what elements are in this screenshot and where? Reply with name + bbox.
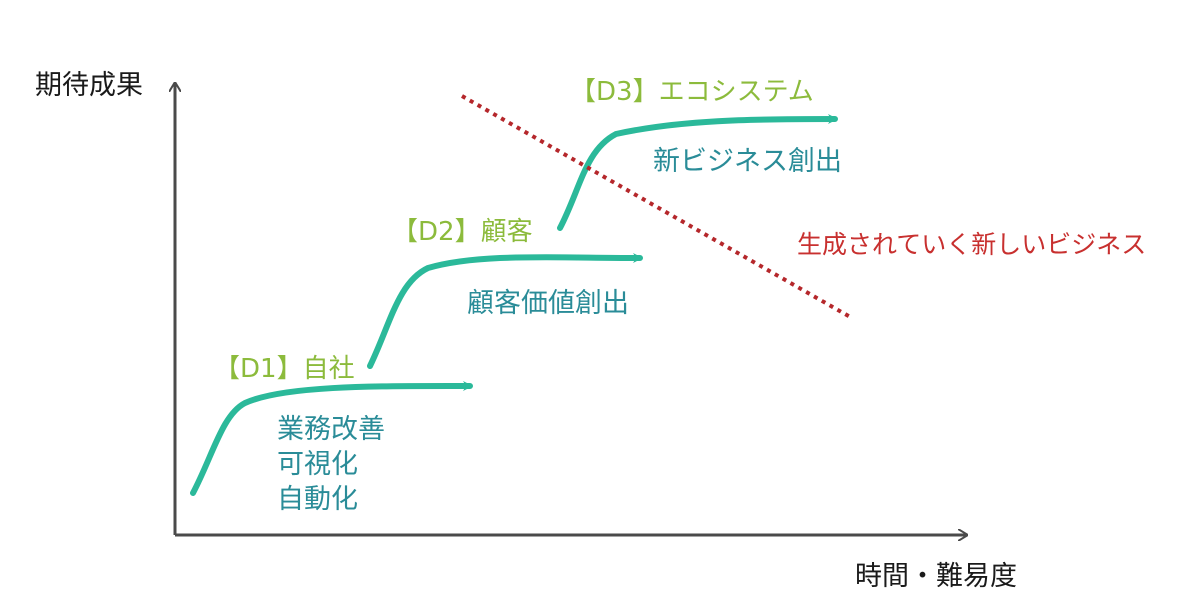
stage-label-d1: 【D1】自社	[214, 354, 355, 384]
stage-label-d3: 【D3】エコシステム	[570, 77, 814, 107]
stage-description-d1: 業務改善 可視化 自動化	[277, 412, 385, 517]
description-line: 可視化	[277, 449, 358, 480]
description-line: 自動化	[277, 484, 358, 515]
y-axis-label: 期待成果	[35, 70, 143, 101]
new-business-annotation: 生成されていく新しいビジネス	[797, 230, 1147, 259]
curve-d3	[557, 114, 838, 231]
stage-label-d2: 【D2】顧客	[392, 217, 533, 247]
curve-d2	[367, 252, 643, 369]
x-axis-label: 時間・難易度	[855, 561, 1017, 592]
stage-description-d3: 新ビジネス創出	[653, 146, 842, 177]
description-line: 業務改善	[277, 414, 385, 445]
curve-d1	[190, 380, 473, 496]
new-business-divider	[461, 94, 853, 320]
stage-description-d2: 顧客価値創出	[467, 288, 629, 319]
